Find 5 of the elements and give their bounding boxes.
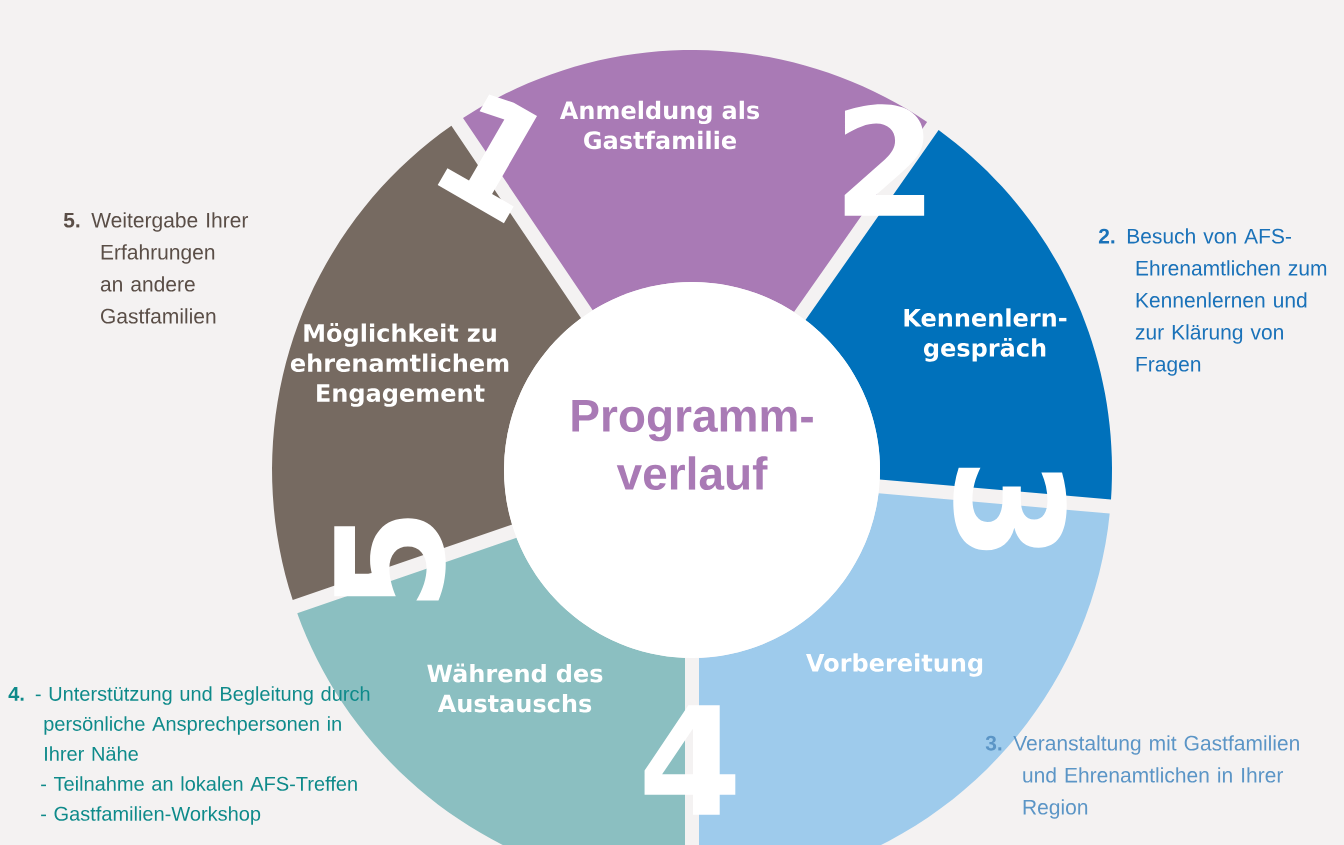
step-description: - Gastfamilien-Workshop <box>41 806 261 825</box>
step-number: 5 <box>334 518 446 601</box>
step-description: - Teilnahme an lokalen AFS-Treffen <box>41 776 357 791</box>
step-description: 5. Weitergabe Ihrer Erfahrungen an andere Gastfamilien <box>63 212 249 324</box>
step-description: 3. Veranstaltung mit Gastfamilien und Ehrenamtlichen in Ihrer Region <box>985 735 1299 819</box>
